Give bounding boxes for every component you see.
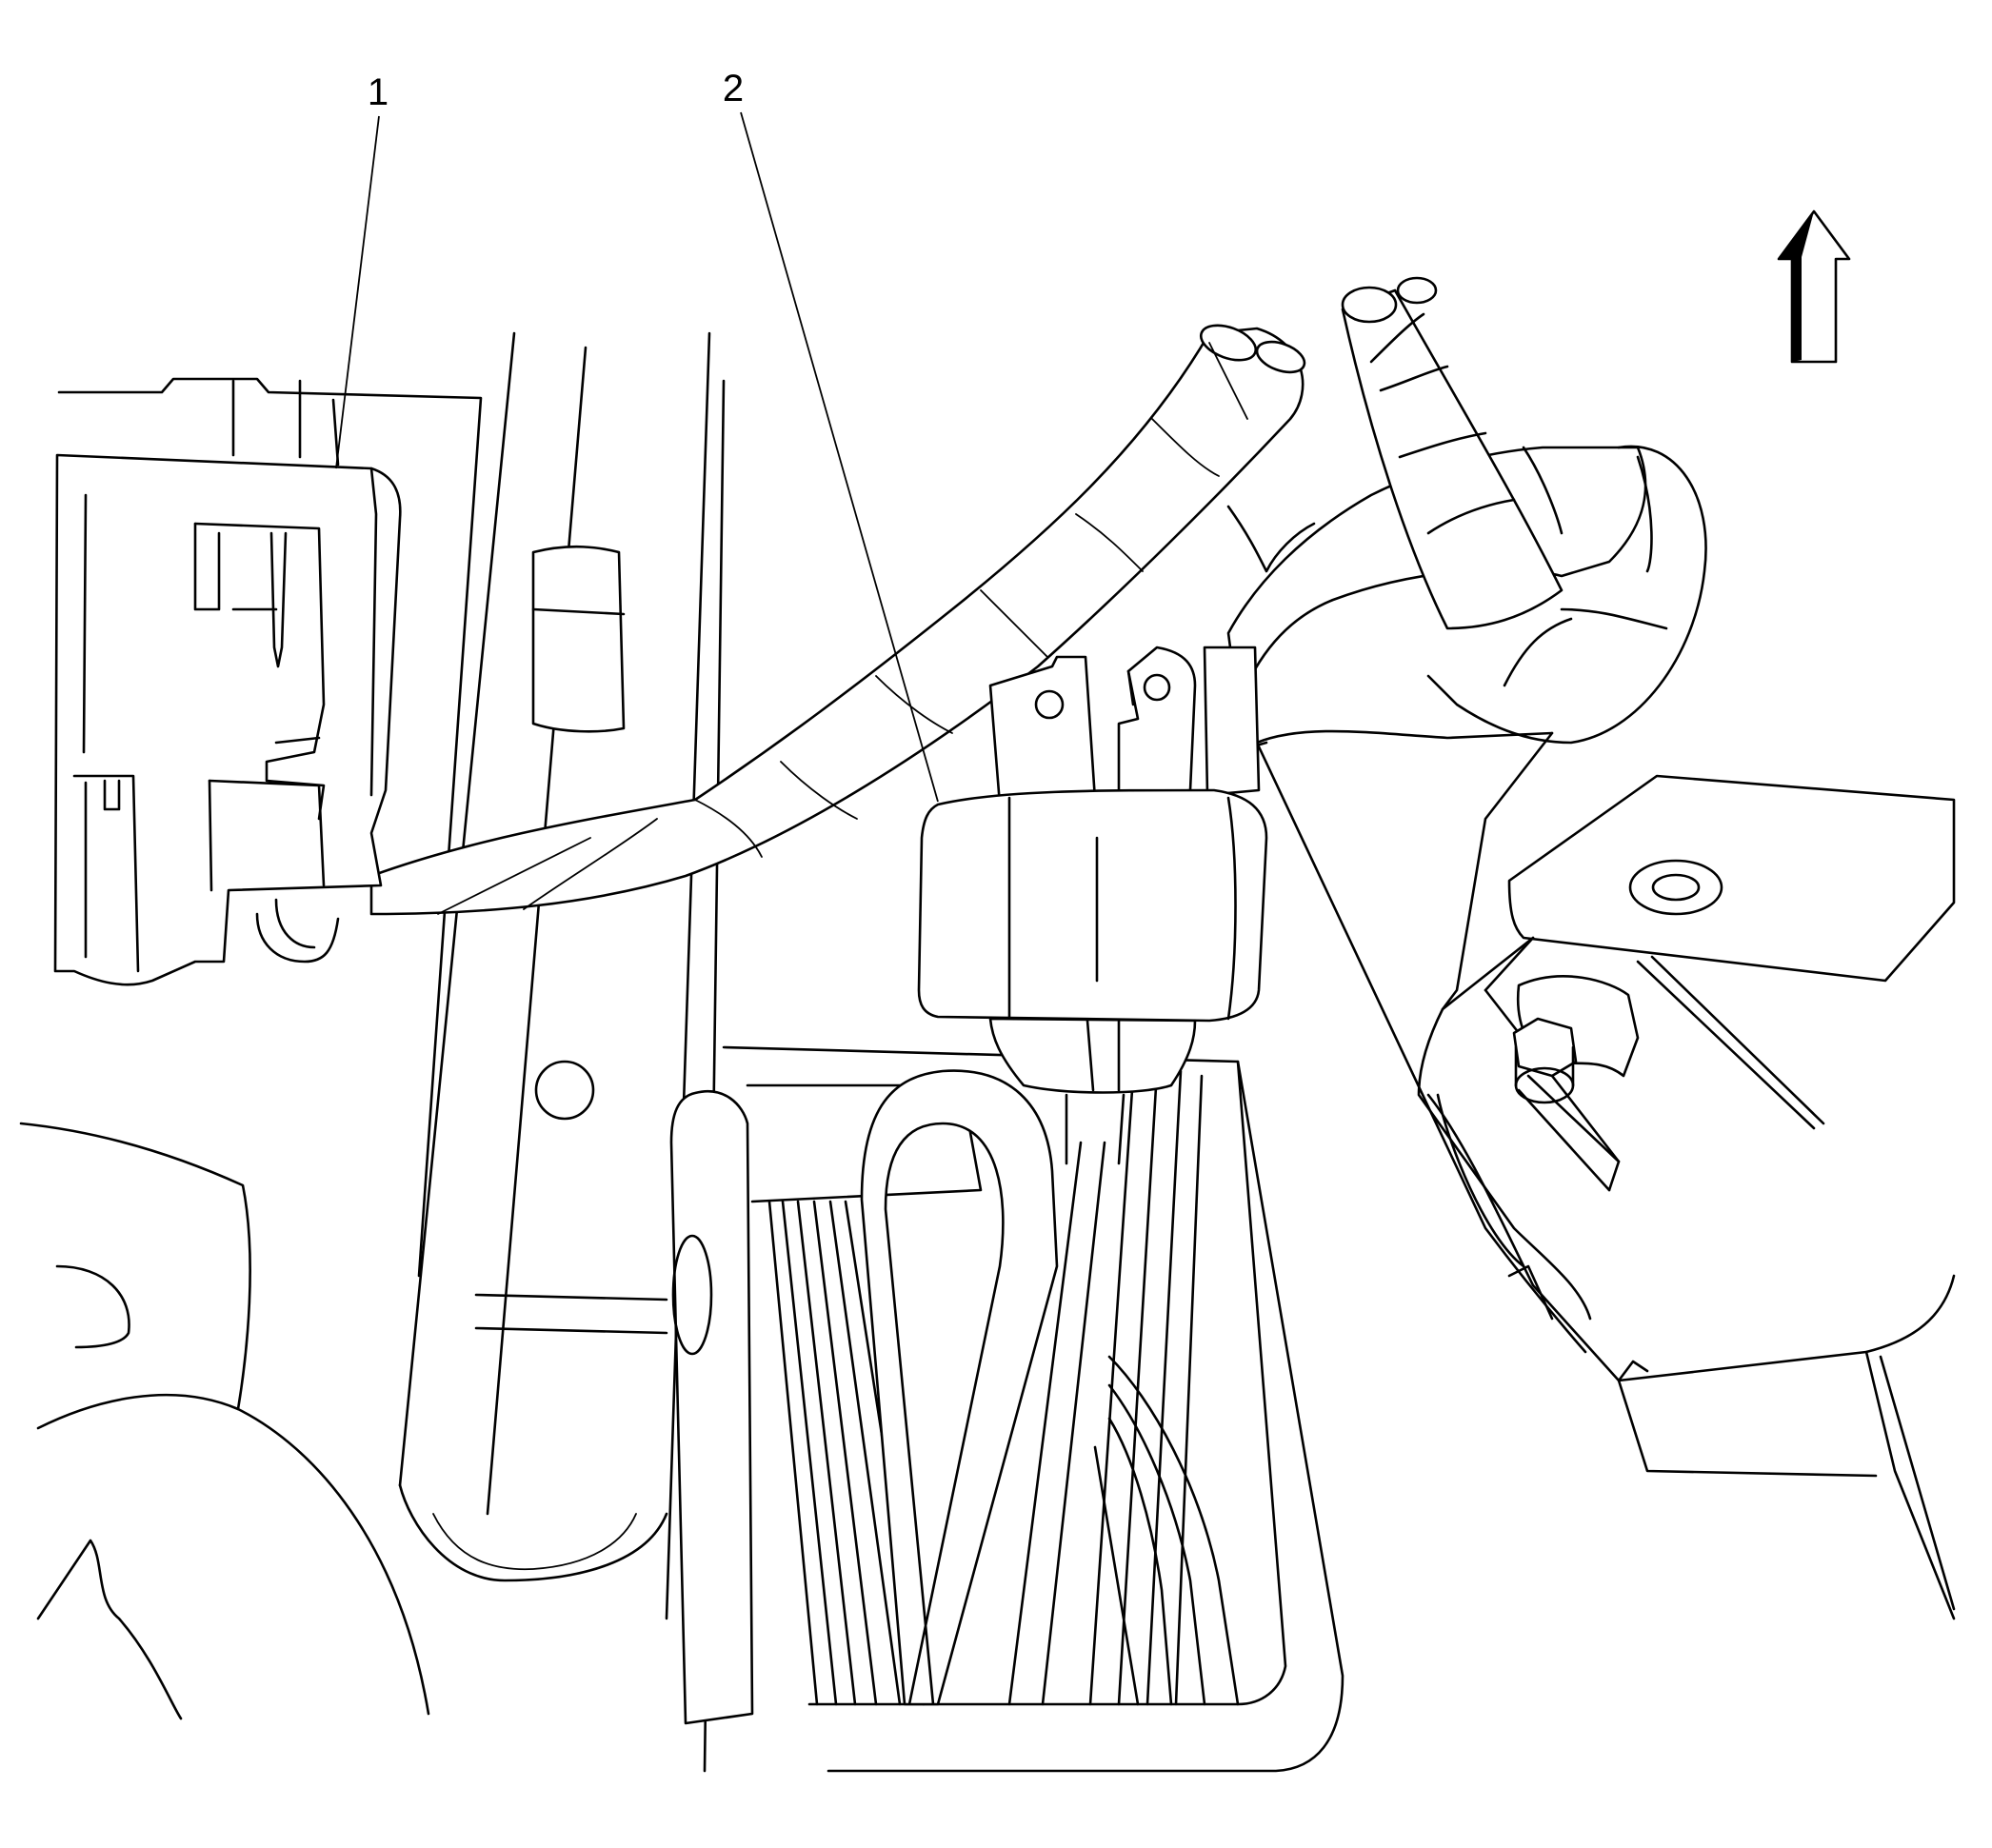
plate-hole-inner <box>1651 873 1701 902</box>
callout-leader-1 <box>335 115 380 469</box>
wire-harness-bundle <box>767 1069 1240 1706</box>
up-arrow-icon <box>1777 209 1851 364</box>
pivot-hole <box>671 1234 713 1356</box>
electrical-connector[interactable] <box>53 379 402 986</box>
callout-label-1: 1 <box>368 71 388 113</box>
background-structure <box>19 331 1345 1773</box>
wire-harness-upper <box>255 276 1707 964</box>
callout-label-2: 2 <box>723 68 744 109</box>
relay[interactable] <box>917 646 1268 1165</box>
mounting-hole <box>534 1060 595 1121</box>
plate-hole-outer <box>1628 859 1723 916</box>
right-bracket-assembly <box>1231 729 1956 1620</box>
callout-leader-2 <box>740 111 939 803</box>
